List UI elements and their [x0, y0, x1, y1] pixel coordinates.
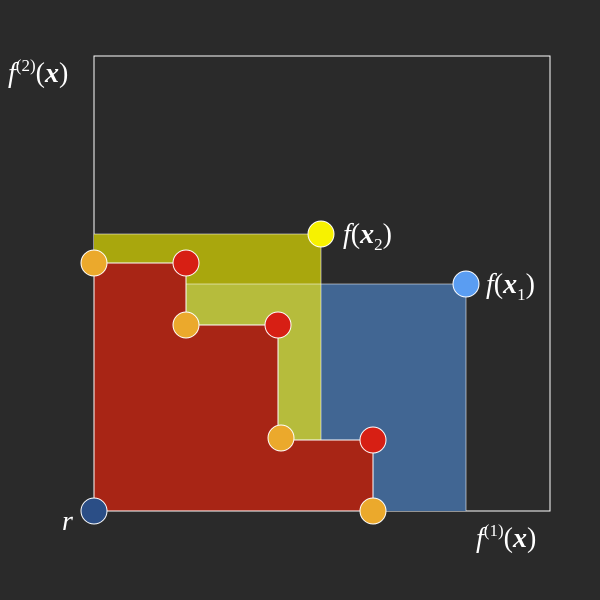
- front-point: [264, 311, 292, 339]
- front-point: [172, 249, 200, 277]
- corner-point: [267, 424, 295, 452]
- x-axis-label: f(1)(x): [476, 521, 536, 554]
- reference-label: r: [62, 506, 73, 537]
- front-point: [359, 426, 387, 454]
- point-x1: [452, 270, 480, 298]
- point-x1-label: f(x1): [486, 269, 535, 304]
- point-x2: [307, 220, 335, 248]
- corner-point: [172, 311, 200, 339]
- point-x2-label: f(x2): [343, 219, 392, 254]
- corner-point: [359, 497, 387, 525]
- y-axis-label: f(2)(x): [8, 56, 68, 89]
- reference-point: [80, 497, 108, 525]
- corner-point: [80, 249, 108, 277]
